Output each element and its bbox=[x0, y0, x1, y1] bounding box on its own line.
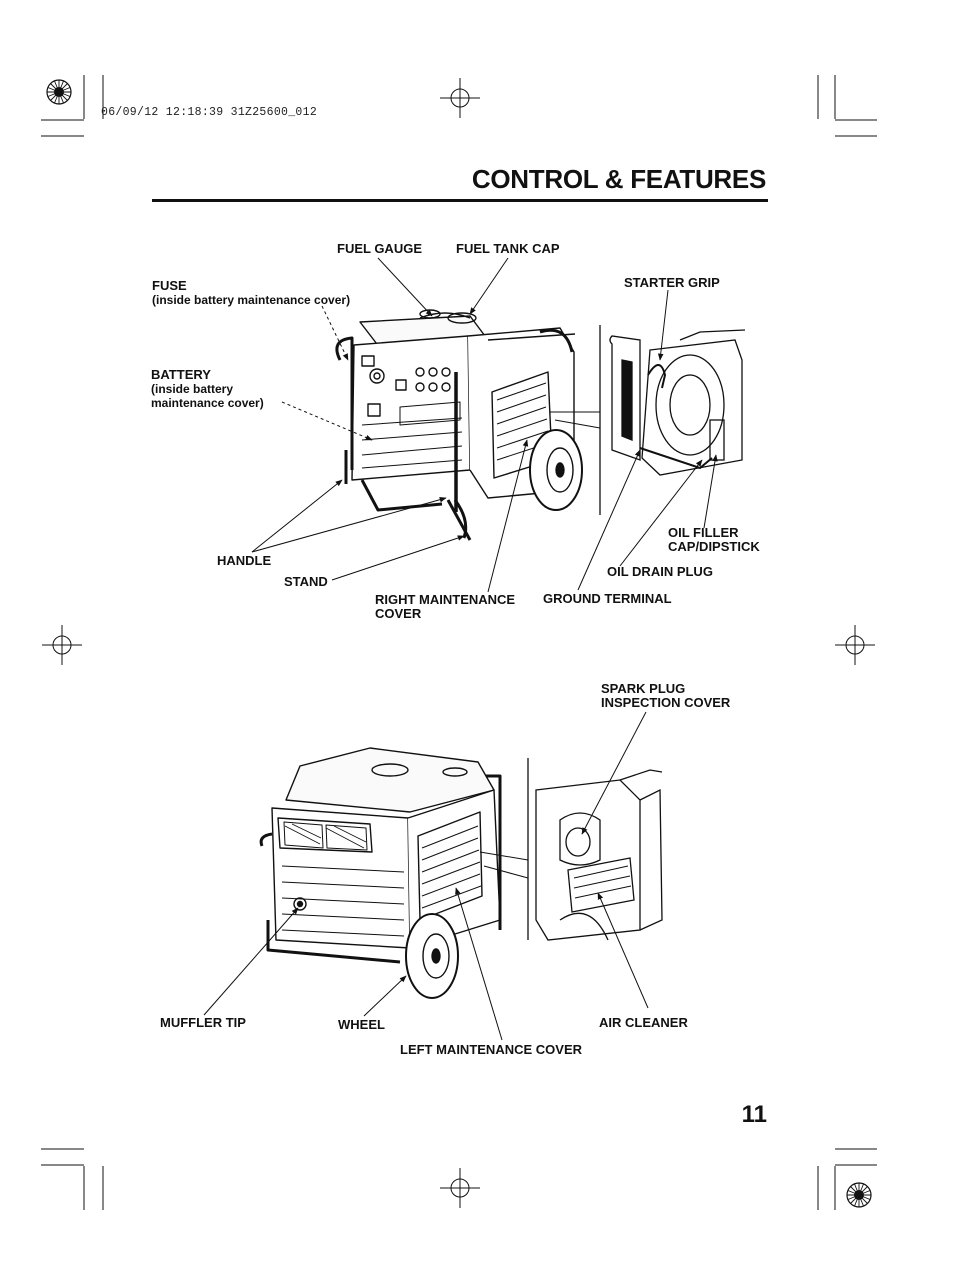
label-ground-terminal: GROUND TERMINAL bbox=[543, 591, 672, 606]
print-stamp: 06/09/12 12:18:39 31Z25600_012 bbox=[101, 106, 318, 119]
crop-mark-icon bbox=[439, 77, 481, 119]
label-battery-title: BATTERY bbox=[151, 367, 211, 382]
crop-mark-icon bbox=[41, 75, 877, 1210]
generator-front-illustration bbox=[335, 309, 583, 541]
leader-lines-bottom bbox=[203, 711, 649, 1041]
label-fuse: FUSE (inside battery maintenance cover) bbox=[152, 278, 351, 308]
label-stand: STAND bbox=[284, 574, 328, 589]
crop-mark-icon bbox=[41, 624, 83, 666]
label-oil-filler-1: OIL FILLER bbox=[668, 525, 739, 540]
generator-rear-illustration bbox=[259, 747, 502, 999]
label-fuel-tank-cap: FUEL TANK CAP bbox=[456, 241, 560, 256]
inset-left-side-illustration bbox=[479, 758, 663, 941]
label-right-maintenance-cover: RIGHT MAINTENANCE COVER bbox=[375, 593, 515, 621]
label-oil-filler-2: CAP/DIPSTICK bbox=[668, 539, 760, 554]
registration-mark-icon bbox=[46, 79, 72, 105]
crop-mark-icon bbox=[834, 624, 876, 666]
label-fuse-title: FUSE bbox=[152, 278, 187, 293]
label-spark-plug-1: SPARK PLUG bbox=[601, 681, 686, 696]
title-rule bbox=[152, 199, 768, 202]
registration-mark-icon bbox=[846, 1182, 872, 1208]
label-spark-plug-2: INSPECTION COVER bbox=[601, 695, 731, 710]
label-air-cleaner: AIR CLEANER bbox=[599, 1015, 688, 1030]
label-left-maintenance-cover: LEFT MAINTENANCE COVER bbox=[400, 1042, 582, 1057]
label-fuel-gauge: FUEL GAUGE bbox=[337, 241, 422, 256]
label-battery: BATTERY (inside battery maintenance cove… bbox=[151, 367, 264, 411]
label-battery-note-2: maintenance cover) bbox=[151, 396, 264, 410]
label-battery-note-1: (inside battery bbox=[151, 382, 234, 396]
leader-lines-top bbox=[251, 257, 718, 593]
label-fuse-note: (inside battery maintenance cover) bbox=[152, 293, 351, 307]
inset-right-side-illustration bbox=[550, 325, 746, 515]
section-title: CONTROL & FEATURES bbox=[471, 164, 766, 194]
label-oil-filler: OIL FILLER CAP/DIPSTICK bbox=[668, 526, 760, 554]
crop-mark-icon bbox=[439, 1167, 481, 1209]
label-oil-drain-plug: OIL DRAIN PLUG bbox=[607, 564, 713, 579]
label-handle: HANDLE bbox=[217, 553, 272, 568]
label-right-maintenance-cover-2: COVER bbox=[375, 606, 422, 621]
label-spark-plug-cover: SPARK PLUG INSPECTION COVER bbox=[601, 682, 730, 710]
label-right-maintenance-cover-1: RIGHT MAINTENANCE bbox=[375, 592, 516, 607]
label-wheel: WHEEL bbox=[338, 1017, 385, 1032]
page-number: 11 bbox=[741, 1101, 767, 1128]
label-starter-grip: STARTER GRIP bbox=[624, 275, 720, 290]
label-muffler-tip: MUFFLER TIP bbox=[160, 1015, 246, 1030]
